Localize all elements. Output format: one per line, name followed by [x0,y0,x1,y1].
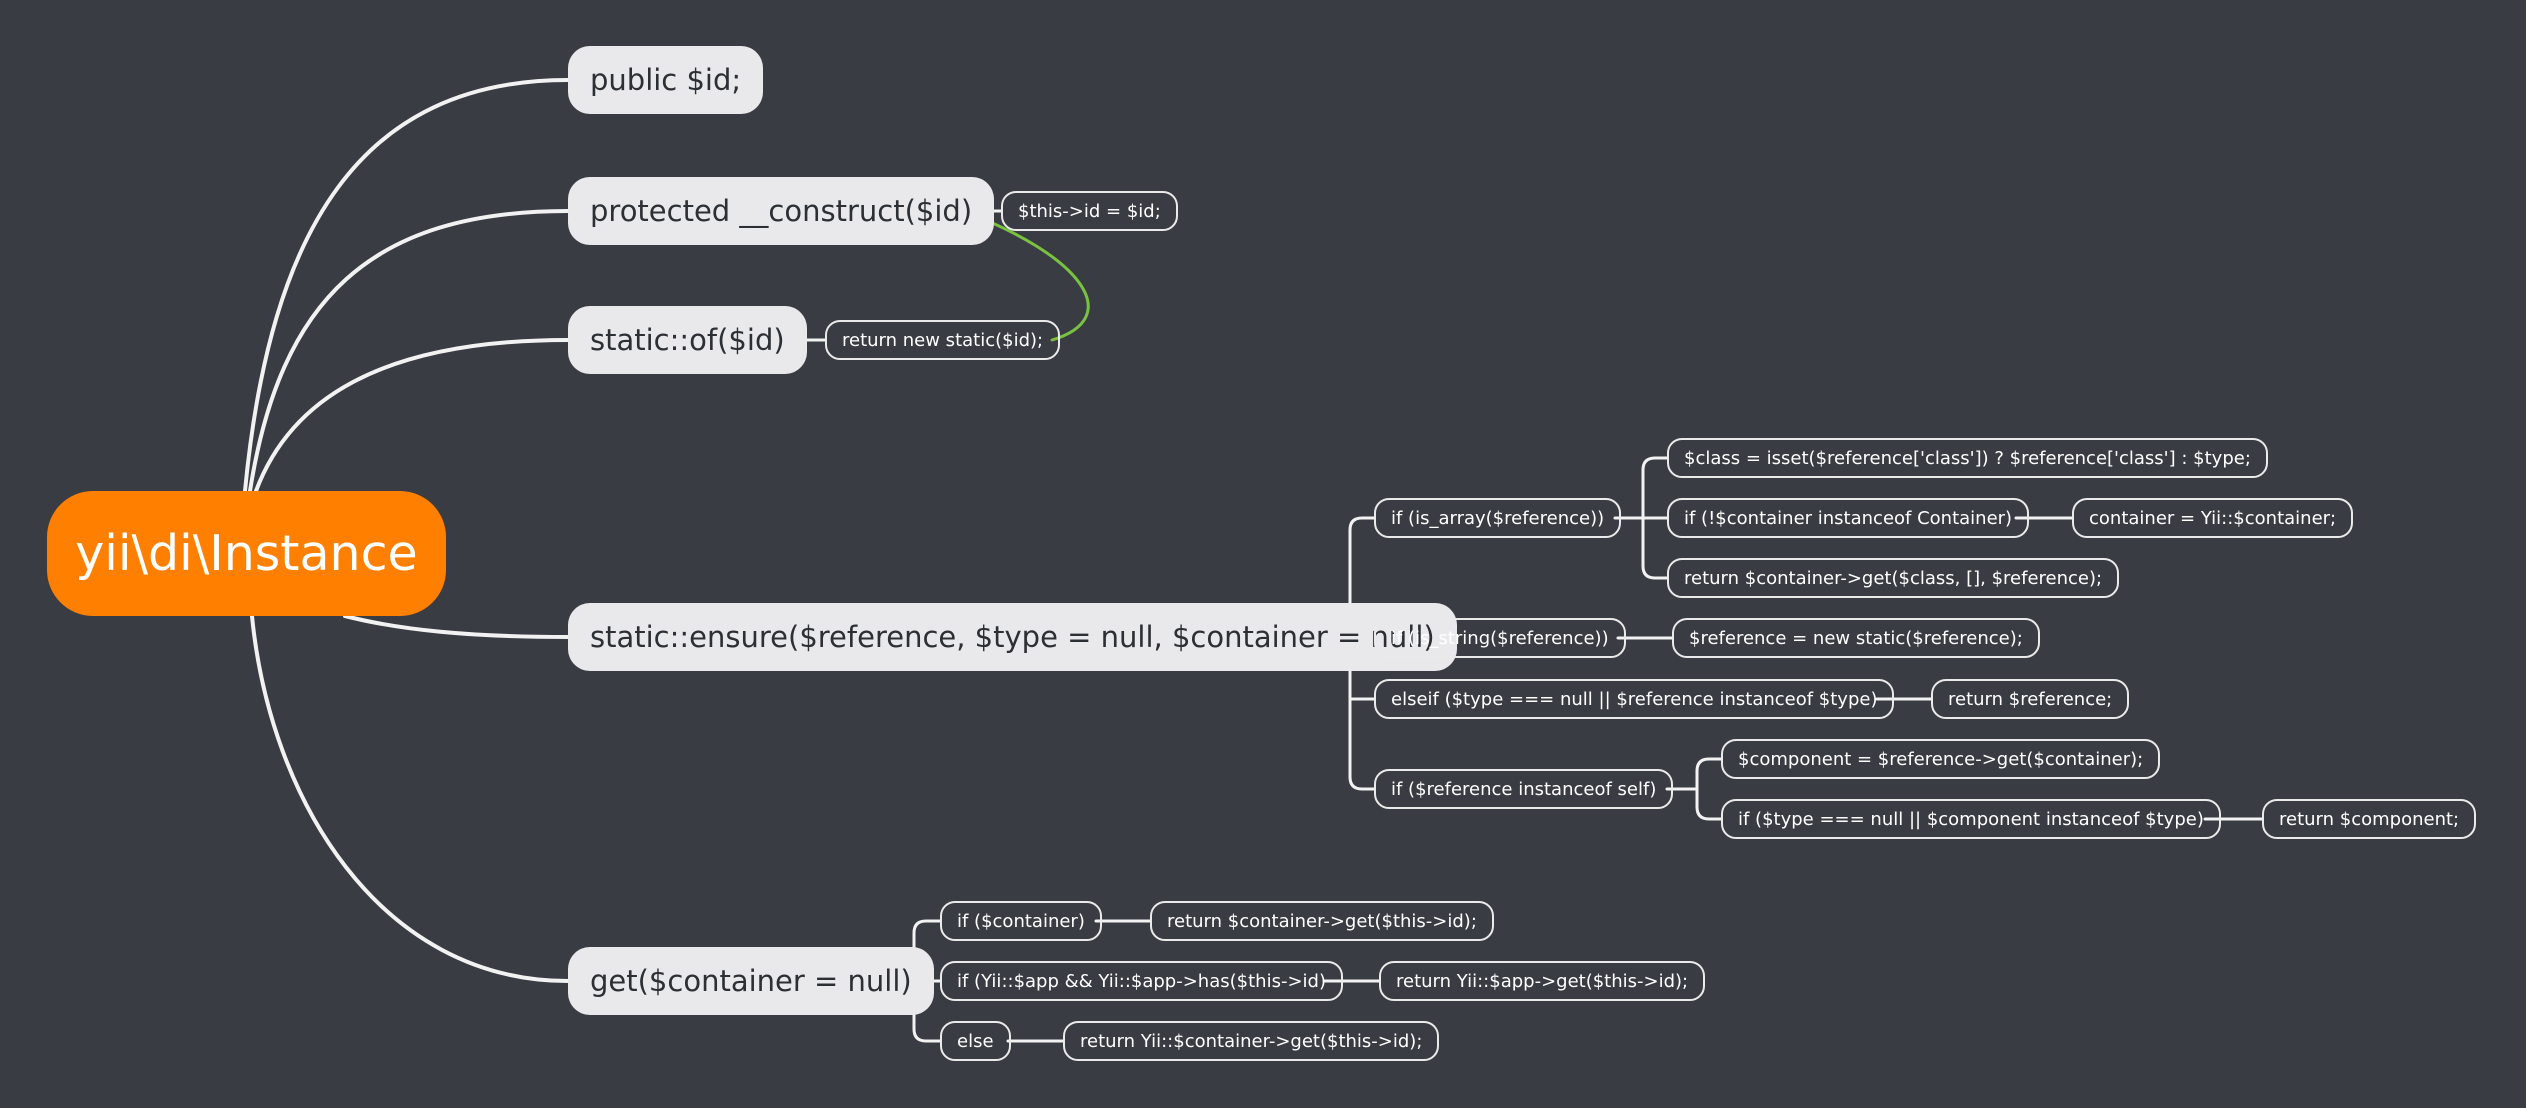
subtopic-return-static[interactable]: return new static($id); [825,320,1061,360]
branch-public-id [243,78,570,493]
subtopic-return-container-get[interactable]: return $container->get($class, [], $refe… [1667,558,2120,598]
branch-get [250,614,570,983]
subtopic-return-component[interactable]: return $component; [2262,799,2477,839]
subtopic-if-is-array[interactable]: if (is_array($reference)) [1374,498,1622,538]
subtopic-if-container[interactable]: if ($container) [940,901,1102,941]
subtopic-if-is-string[interactable]: if (is_string($reference)) [1374,618,1626,658]
branch-of [254,338,570,493]
topic-of[interactable]: static::of($id) [568,306,807,374]
subtopic-class-assign[interactable]: $class = isset($reference['class']) ? $r… [1667,438,2268,478]
subtopic-if-instanceof-self[interactable]: if ($reference instanceof self) [1374,769,1674,809]
link-isarray-bracket [1613,456,1669,580]
topic-public-id[interactable]: public $id; [568,46,764,114]
topic-get[interactable]: get($container = null) [568,947,934,1015]
link-self-bracket [1665,757,1723,821]
subtopic-return-reference[interactable]: return $reference; [1931,679,2130,719]
subtopic-if-type-component[interactable]: if ($type === null || $component instanc… [1721,799,2221,839]
subtopic-elseif-type[interactable]: elseif ($type === null || $reference ins… [1374,679,1895,719]
subtopic-component-assign[interactable]: $component = $reference->get($container)… [1721,739,2161,779]
subtopic-if-not-container[interactable]: if (!$container instanceof Container) [1667,498,2030,538]
subtopic-this-id[interactable]: $this->id = $id; [1001,191,1178,231]
subtopic-container-yii[interactable]: container = Yii::$container; [2072,498,2354,538]
subtopic-return-container-this[interactable]: return $container->get($this->id); [1150,901,1494,941]
topic-construct[interactable]: protected __construct($id) [568,177,995,245]
branch-construct [248,209,570,493]
subtopic-else[interactable]: else [940,1021,1011,1061]
subtopic-return-yii-container[interactable]: return Yii::$container->get($this->id); [1063,1021,1440,1061]
central-topic[interactable]: yii\di\Instance [47,491,446,616]
subtopic-return-app-get[interactable]: return Yii::$app->get($this->id); [1379,961,1706,1001]
subtopic-reference-new-static[interactable]: $reference = new static($reference); [1672,618,2040,658]
branch-ensure [343,614,570,639]
subtopic-if-yii-app[interactable]: if (Yii::$app && Yii::$app->has($this->i… [940,961,1343,1001]
topic-ensure[interactable]: static::ensure($reference, $type = null,… [568,603,1457,671]
